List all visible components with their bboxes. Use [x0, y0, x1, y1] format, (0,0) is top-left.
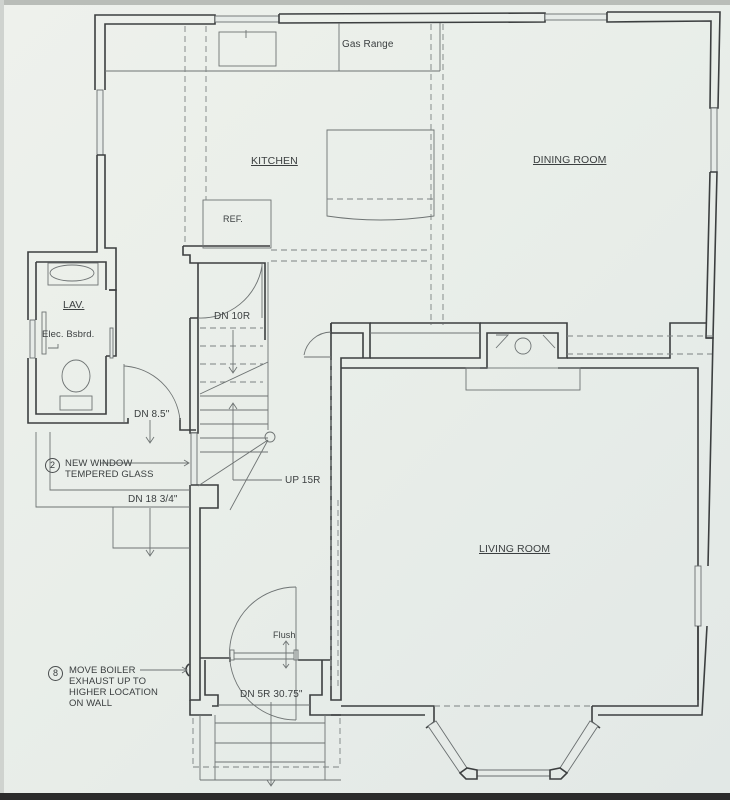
- note-8-line-2: EXHAUST UP TO: [69, 676, 147, 687]
- window-bay-right: [559, 720, 599, 774]
- gas-range-label: Gas Range: [342, 39, 394, 50]
- window-kitchen-top: [214, 15, 280, 23]
- note-8-line-4: ON WALL: [69, 698, 113, 709]
- monitor-left-edge: [0, 0, 4, 800]
- elec-bsbrd-label: Elec. Bsbrd.: [42, 329, 95, 340]
- note-badge-2: 2: [45, 458, 60, 473]
- room-label-lav: LAV.: [63, 299, 85, 311]
- window-bay-left: [427, 720, 468, 774]
- note-2-line-2: TEMPERED GLASS: [65, 469, 154, 480]
- stair-up-15r: [197, 264, 282, 511]
- window-tempered-glass: [190, 432, 198, 486]
- window-lav: [29, 319, 36, 359]
- note-8-line-1: MOVE BOILER: [69, 665, 136, 676]
- note-8-text: MOVE BOILER EXHAUST UP TO HIGHER LOCATIO…: [69, 665, 158, 709]
- toilet-icon: [61, 359, 91, 393]
- entry-door-swing: [229, 586, 297, 721]
- stair-dn-8-5-label: DN 8.5": [134, 409, 170, 420]
- entry-vestibule: [140, 586, 341, 787]
- refrigerator: [202, 199, 272, 249]
- lav-fixtures: [47, 262, 181, 444]
- note-2-text: NEW WINDOW TEMPERED GLASS: [65, 458, 154, 480]
- ref-label: REF.: [223, 214, 243, 224]
- fireplace-flue: [514, 337, 532, 355]
- exterior-steps-left: [35, 432, 190, 557]
- note-8-line-3: HIGHER LOCATION: [69, 687, 158, 698]
- window-dining-right: [710, 107, 718, 173]
- note-badge-8: 8: [48, 666, 63, 681]
- stair-dn-5r-label: DN 5R 30.75": [240, 689, 303, 700]
- kitchen-island: [326, 129, 435, 221]
- kitchen-sink: [218, 31, 277, 67]
- note-2-line-1: NEW WINDOW: [65, 458, 133, 469]
- bay-window: [331, 705, 601, 780]
- window-living-right: [694, 565, 702, 627]
- stair-up-15r-label: UP 15R: [285, 475, 321, 486]
- lav-door-swing: [123, 365, 181, 421]
- monitor-top-bezel: [0, 0, 730, 5]
- monitor-bottom-bezel: [0, 793, 730, 800]
- room-label-living-room: LIVING ROOM: [479, 543, 551, 555]
- sink-icon: [49, 264, 95, 282]
- room-label-dining-room: DINING ROOM: [533, 154, 607, 166]
- hearth: [465, 367, 581, 391]
- stair-dn-18-3-4-label: DN 18 3/4": [128, 494, 178, 505]
- room-label-kitchen: KITCHEN: [251, 155, 298, 167]
- window-dining-top: [544, 13, 608, 21]
- kitchen-fixtures: [105, 23, 444, 325]
- flush-label: Flush: [273, 630, 296, 640]
- exterior-walls: [27, 11, 721, 424]
- living-room-walls: [303, 322, 715, 716]
- stair-down-10r: [199, 262, 269, 430]
- stair-dn-10r-label: DN 10R: [214, 311, 251, 322]
- window-bay-center: [476, 769, 551, 777]
- window-kitchen-left: [96, 89, 104, 156]
